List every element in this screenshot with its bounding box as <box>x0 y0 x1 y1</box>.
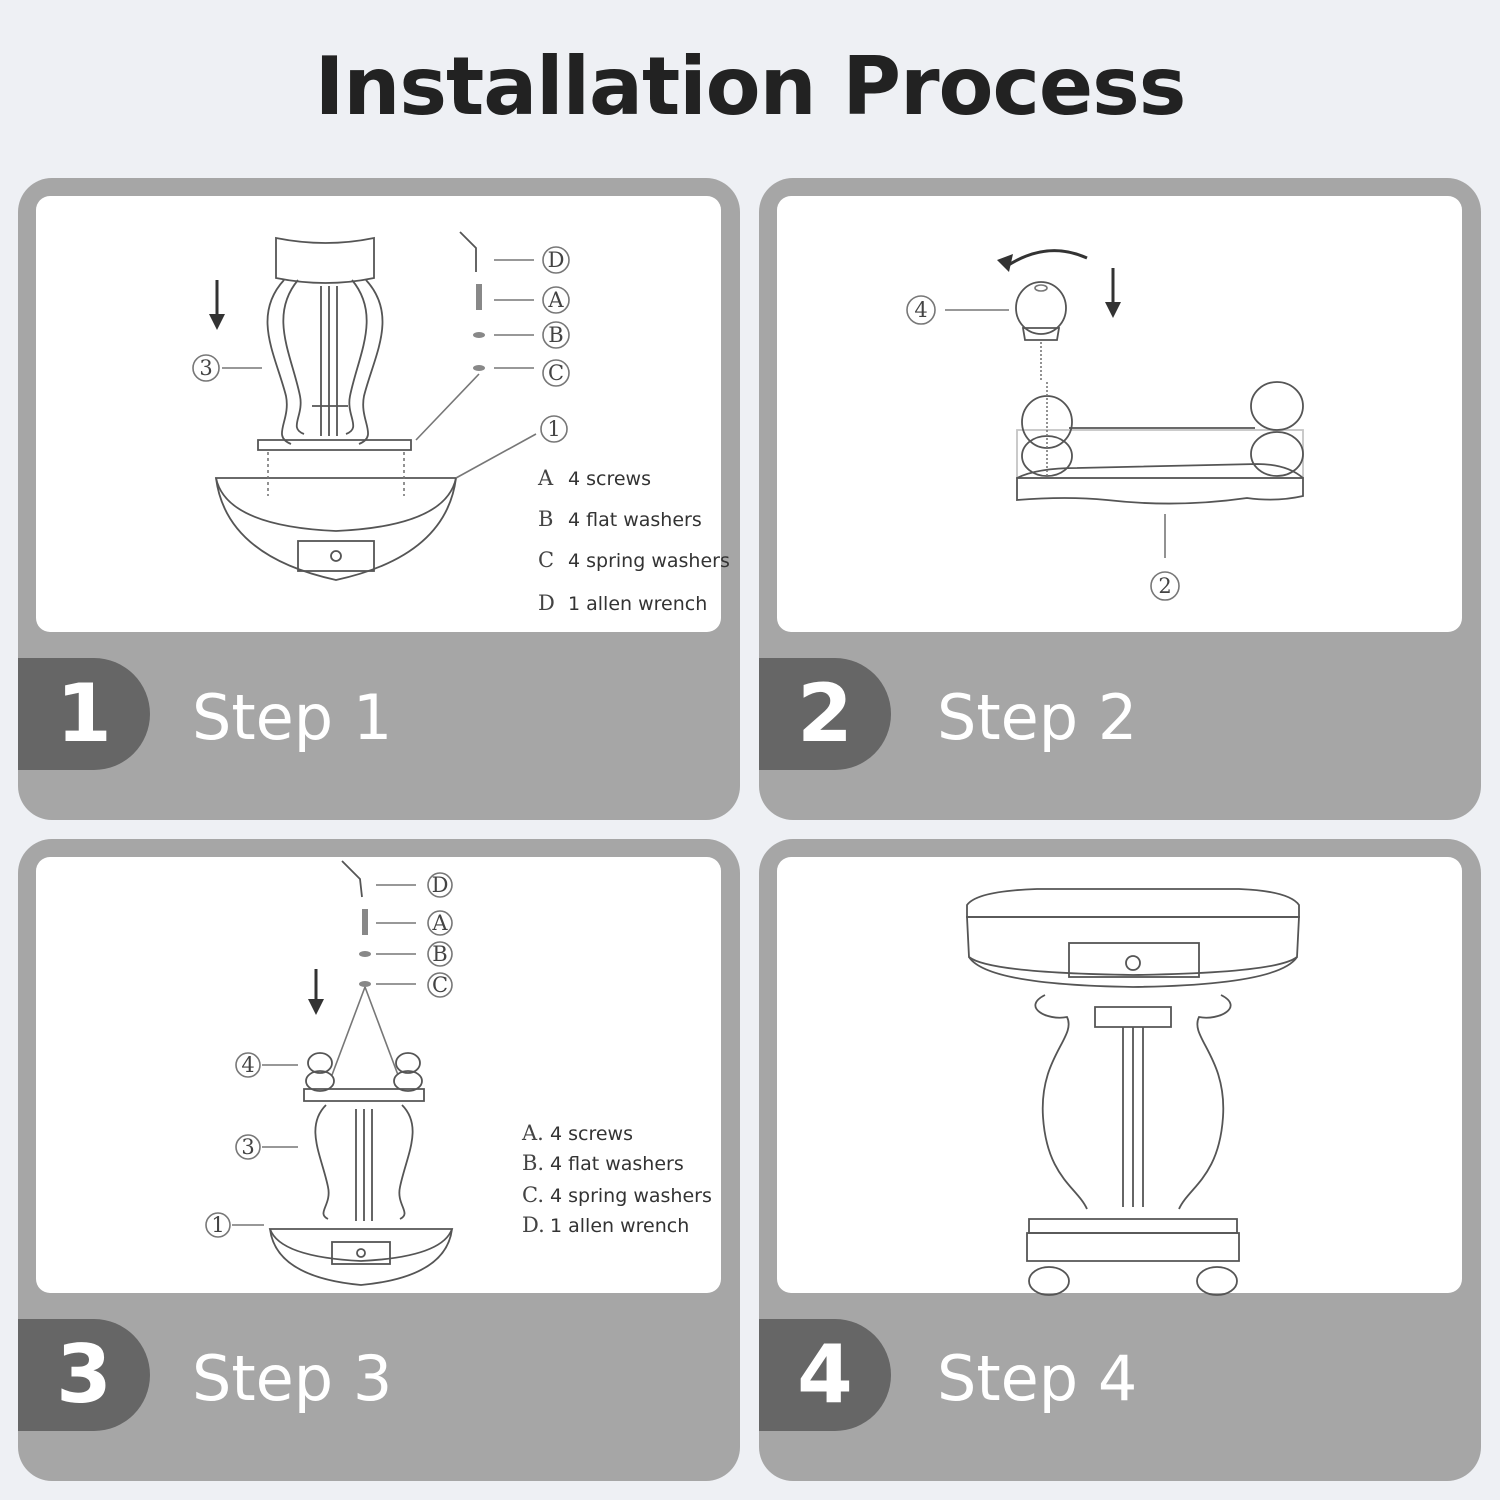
step-4-diagram <box>777 857 1462 1296</box>
callout-b: B <box>427 941 453 967</box>
step-label: Step 1 <box>192 681 393 754</box>
svg-text:3: 3 <box>241 1135 254 1159</box>
svg-text:1 allen wrench: 1 allen wrench <box>550 1215 689 1237</box>
callout-a: A <box>542 286 570 314</box>
svg-text:A.: A. <box>521 1121 544 1145</box>
step-label: Step 4 <box>937 1342 1138 1415</box>
svg-text:A: A <box>547 288 564 312</box>
svg-text:1: 1 <box>211 1213 224 1237</box>
step-number-badge: 3 <box>18 1319 150 1431</box>
svg-text:B: B <box>548 323 563 347</box>
svg-text:B.: B. <box>522 1151 544 1175</box>
svg-text:C: C <box>538 548 554 572</box>
callout-c: C <box>542 359 570 387</box>
callout-d: D <box>427 872 453 898</box>
callout-4: 4 <box>906 295 936 325</box>
bun-foot-part <box>1015 281 1067 382</box>
step-2-illustration: 4 2 <box>906 249 1304 601</box>
svg-text:1: 1 <box>547 417 560 441</box>
svg-text:D: D <box>538 591 555 615</box>
step-3-diagram: D A B C 4 3 1 A. 4 screws B. 4 flat washer… <box>36 857 721 1293</box>
callout-b: B <box>542 321 570 349</box>
svg-text:D: D <box>548 248 565 272</box>
rotate-arrow-icon <box>997 249 1088 272</box>
svg-text:A: A <box>537 466 554 490</box>
svg-text:C: C <box>548 361 564 385</box>
assembled-console-table <box>966 888 1300 1296</box>
svg-text:B: B <box>432 942 447 966</box>
parts-legend: A 4 screws B 4 flat washers C 4 spring wash… <box>537 466 730 615</box>
callout-3: 3 <box>192 354 220 382</box>
hardware-parts <box>415 231 485 441</box>
step-number-badge: 1 <box>18 658 150 770</box>
step-4-card: 4 Step 4 <box>759 839 1481 1481</box>
step-number-badge: 2 <box>759 658 891 770</box>
svg-text:D: D <box>432 873 449 897</box>
svg-text:4: 4 <box>241 1053 254 1077</box>
svg-text:4 spring washers: 4 spring washers <box>568 550 730 572</box>
parts-legend: A. 4 screws B. 4 flat washers C. 4 spring w… <box>521 1121 712 1237</box>
svg-text:C.: C. <box>522 1183 544 1207</box>
callout-a: A <box>427 910 453 936</box>
svg-text:4 screws: 4 screws <box>550 1123 633 1145</box>
step-3-illustration: D A B C 4 3 1 A. 4 screws B. 4 flat washer… <box>205 860 712 1286</box>
svg-text:3: 3 <box>199 356 212 380</box>
callout-2: 2 <box>1150 571 1180 601</box>
step-number-badge: 4 <box>759 1319 891 1431</box>
svg-text:4 screws: 4 screws <box>568 468 651 490</box>
svg-text:4 flat washers: 4 flat washers <box>550 1153 684 1175</box>
svg-text:A: A <box>431 911 448 935</box>
page-title: Installation Process <box>314 40 1187 133</box>
callout-1: 1 <box>540 415 568 443</box>
step-2-card: 4 2 2 Step 2 <box>759 178 1481 820</box>
callout-1: 1 <box>205 1212 231 1238</box>
svg-text:4: 4 <box>914 298 927 322</box>
svg-text:4 spring washers: 4 spring washers <box>550 1185 712 1207</box>
callout-c: C <box>427 972 453 998</box>
step-3-card: D A B C 4 3 1 A. 4 screws B. 4 flat washer… <box>18 839 740 1481</box>
base-part <box>1016 381 1304 505</box>
svg-text:D.: D. <box>522 1213 545 1237</box>
down-arrow-icon <box>209 280 225 330</box>
svg-text:4 flat washers: 4 flat washers <box>568 509 702 531</box>
callout-4: 4 <box>235 1052 261 1078</box>
lyre-support-part <box>257 236 412 451</box>
svg-text:B: B <box>538 507 553 531</box>
step-label: Step 3 <box>192 1342 393 1415</box>
assembled-frame-part <box>268 1052 454 1286</box>
hardware-parts <box>331 860 399 1076</box>
down-arrow-icon <box>308 969 324 1015</box>
table-top-part <box>214 452 458 581</box>
svg-text:2: 2 <box>1158 574 1171 598</box>
callout-d: D <box>542 246 570 274</box>
step-2-diagram: 4 2 <box>777 196 1462 632</box>
step-label: Step 2 <box>937 681 1138 754</box>
svg-text:1 allen wrench: 1 allen wrench <box>568 593 707 615</box>
svg-text:C: C <box>432 973 448 997</box>
down-arrow-icon <box>1105 268 1121 318</box>
callout-3: 3 <box>235 1134 261 1160</box>
step-4-illustration <box>966 888 1300 1296</box>
